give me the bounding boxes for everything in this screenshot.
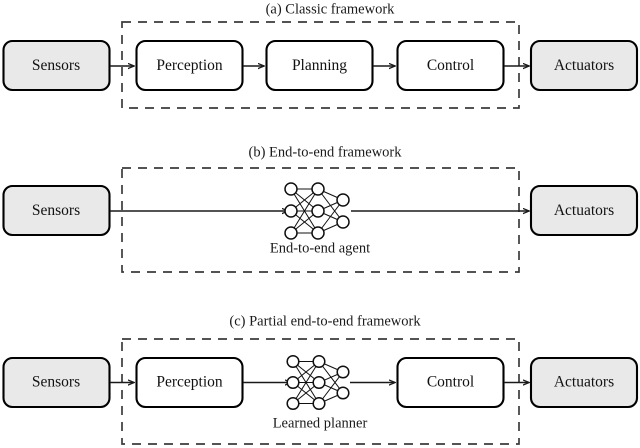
panel-b-actuators-label: Actuators [554,202,614,219]
panel-a-dashed-group [121,21,520,109]
panel-b-dashed-group [121,167,520,273]
panel-a-sensors-box[interactable] [2,39,111,92]
panel-b: (b) End-to-end framework Sensors Actuato… [2,144,639,273]
panel-a-actuators-label: Actuators [554,57,614,74]
panel-c-sensors-label: Sensors [32,374,80,391]
panel-c-perception-box[interactable] [135,356,244,409]
panel-c-title: (c) Partial end-to-end framework [229,313,421,329]
panel-c-neural-network-icon [286,354,350,411]
panel-a-planning-label: Planning [292,57,347,74]
panel-c-dashed-group [121,338,520,445]
panel-b-network-label: End-to-end agent [270,240,370,256]
panel-c-sensors-box[interactable] [2,356,111,409]
panel-c-control-box[interactable] [396,356,505,409]
panel-b-neural-network-icon [284,182,350,240]
panel-c-actuators-label: Actuators [554,374,614,391]
panel-a-control-label: Control [427,57,474,74]
panel-c-perception-label: Perception [156,374,223,391]
panel-a: (a) Classic framework Sensors Perception… [2,1,639,109]
panel-c-control-label: Control [427,374,474,391]
panel-a-planning-box[interactable] [265,39,374,92]
panel-a-perception-label: Perception [156,57,223,74]
panel-c-actuators-box[interactable] [529,356,639,409]
panel-a-sensors-label: Sensors [32,57,80,74]
panel-b-actuators-box[interactable] [529,184,639,237]
panel-b-sensors-box[interactable] [2,184,111,237]
panel-c: (c) Partial end-to-end framework Sensors… [2,313,639,445]
panel-a-control-box[interactable] [396,39,505,92]
panel-b-sensors-label: Sensors [32,202,80,219]
panel-b-title: (b) End-to-end framework [249,144,403,160]
panel-a-perception-box[interactable] [135,39,244,92]
panel-c-network-label: Learned planner [273,415,368,431]
panel-a-actuators-box[interactable] [529,39,639,92]
panel-a-title: (a) Classic framework [266,1,396,17]
